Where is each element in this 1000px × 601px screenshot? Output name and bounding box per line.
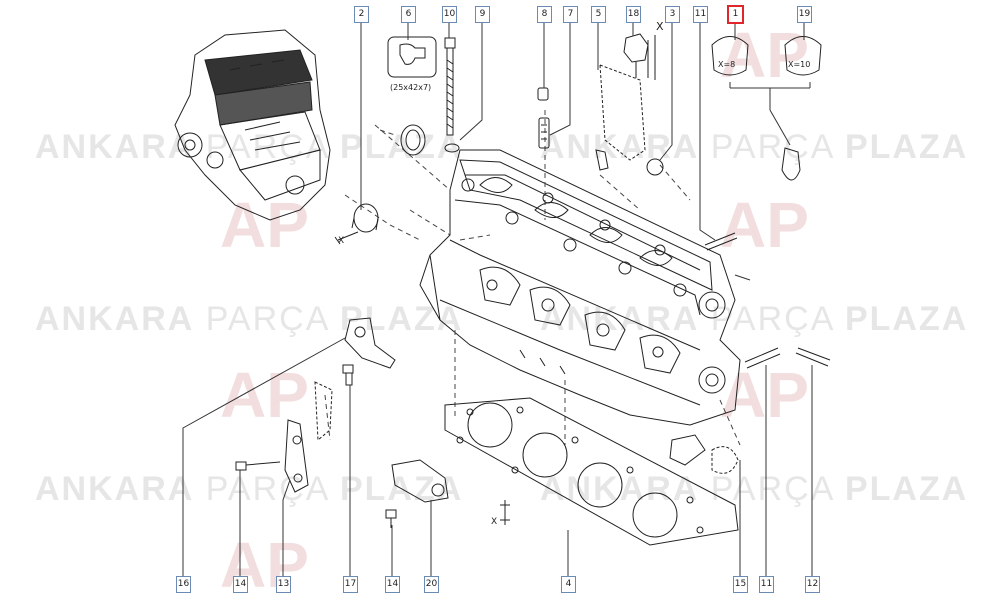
callout-11-top[interactable]: 11: [693, 6, 708, 23]
thickness-dimension: [500, 500, 510, 525]
callout-6[interactable]: 6: [401, 6, 416, 23]
seal-size-label: (25x42x7): [390, 83, 432, 92]
dimension-x-label: X: [491, 517, 498, 527]
expansion-plug-part: [334, 203, 379, 245]
sensor-part: [623, 33, 656, 80]
callout-13[interactable]: 13: [276, 576, 291, 593]
watermark-logo: AP: [720, 359, 809, 431]
pin-tag-x10: X=10: [788, 60, 811, 69]
dimension-x-label: X: [338, 236, 345, 246]
rear-bracket-part: [669, 434, 739, 474]
head-bolt-part: [444, 37, 460, 153]
construction-lines: [324, 110, 741, 446]
dimension-x-label: X: [656, 20, 664, 33]
support-bracket-part: [235, 381, 333, 493]
callout-17[interactable]: 17: [343, 576, 358, 593]
watermark: ANKARA PARÇA PLAZA: [35, 128, 464, 166]
water-outlet-part: [385, 459, 449, 528]
leader-lines: [182, 22, 813, 576]
valve-guide-part: [537, 87, 550, 149]
callout-14-left[interactable]: 14: [233, 576, 248, 593]
watermark: ANKARA PARÇA PLAZA: [540, 128, 969, 166]
callout-2[interactable]: 2: [354, 6, 369, 23]
watermark-logo: AP: [220, 189, 309, 261]
callout-18[interactable]: 18: [626, 6, 641, 23]
cylinder-head: [419, 149, 741, 426]
plug-part: [646, 158, 664, 176]
dowel-pin-part: [711, 36, 822, 181]
head-gasket-part: [444, 397, 739, 546]
lifting-bracket-part: [344, 317, 396, 369]
callout-3[interactable]: 3: [665, 6, 680, 23]
callout-11-bottom[interactable]: 11: [759, 576, 774, 593]
callout-1-selected[interactable]: 1: [727, 5, 744, 24]
cover-gasket-part: [595, 64, 646, 171]
callout-7[interactable]: 7: [563, 6, 578, 23]
pin-tag-x8: X=8: [718, 60, 736, 69]
callout-12[interactable]: 12: [805, 576, 820, 593]
callout-8[interactable]: 8: [537, 6, 552, 23]
bracket-bolt-part: [342, 364, 354, 386]
engine-thumbnail: [174, 29, 331, 221]
watermark: ANKARA PARÇA PLAZA: [540, 300, 969, 338]
callout-20[interactable]: 20: [424, 576, 439, 593]
callout-4[interactable]: 4: [561, 576, 576, 593]
callout-15[interactable]: 15: [733, 576, 748, 593]
callout-9[interactable]: 9: [475, 6, 490, 23]
oil-seal-part: [387, 36, 437, 156]
callout-14-right[interactable]: 14: [385, 576, 400, 593]
watermark: ANKARA PARÇA PLAZA: [540, 470, 969, 508]
watermark-logo: AP: [220, 359, 309, 431]
callout-19[interactable]: 19: [797, 6, 812, 23]
callout-10[interactable]: 10: [442, 6, 457, 23]
callout-16[interactable]: 16: [176, 576, 191, 593]
watermark-logo: AP: [720, 189, 809, 261]
stud-part: [704, 232, 831, 369]
callout-5[interactable]: 5: [591, 6, 606, 23]
